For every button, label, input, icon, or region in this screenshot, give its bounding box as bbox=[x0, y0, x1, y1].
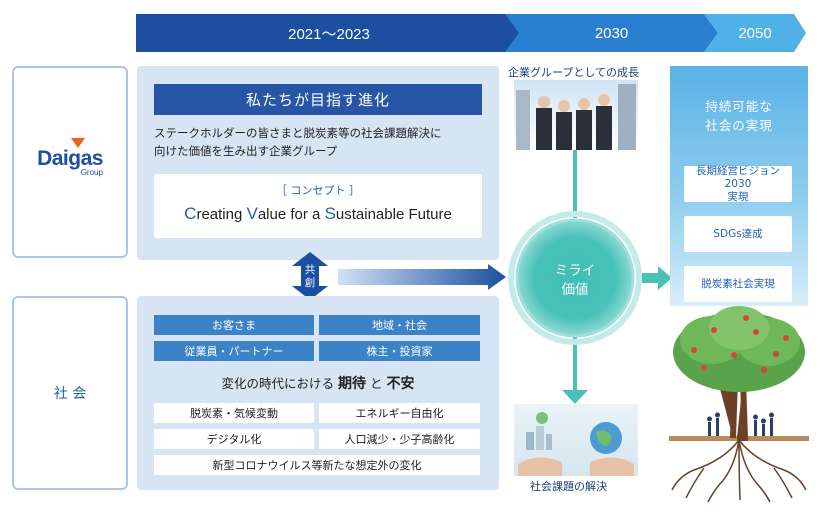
goal-line: 脱炭素社会実現 bbox=[701, 277, 775, 290]
era-heading: 変化の時代における 期待 と 不安 bbox=[137, 373, 499, 393]
era-anxiety: 不安 bbox=[386, 376, 415, 392]
evolution-title: 私たちが目指す進化 bbox=[154, 84, 482, 115]
gradient-arrow-icon bbox=[338, 264, 506, 290]
change-chip: 人口減少・少子高齢化 bbox=[319, 429, 480, 449]
society-box: 社 会 bbox=[12, 296, 128, 490]
logo-main: Daigas bbox=[37, 147, 103, 170]
arrow-up-icon bbox=[562, 136, 588, 218]
tree-illustration bbox=[669, 306, 809, 503]
kyoso-char: 創 bbox=[304, 277, 316, 289]
concept-rest: ustainable Future bbox=[335, 206, 452, 223]
goal-box: 脱炭素社会実現 bbox=[684, 266, 792, 302]
tree-apples bbox=[691, 315, 789, 373]
title-line: 社会の実現 bbox=[705, 118, 773, 133]
change-chip: 脱炭素・気候変動 bbox=[154, 403, 314, 423]
goal-line: 長期経営ビジョン2030 bbox=[696, 164, 780, 190]
concept-rest: reating bbox=[196, 206, 247, 223]
evolution-description: ステークホルダーの皆さまと脱炭素等の社会課題解決に 向けた価値を生み出す企業グル… bbox=[154, 124, 494, 160]
change-chip: デジタル化 bbox=[154, 429, 314, 449]
timeline-2021-2023: 2021～2023 bbox=[136, 14, 522, 52]
stakeholder-chip: 従業員・パートナー bbox=[154, 341, 314, 361]
goal-box: SDGs達成 bbox=[684, 216, 792, 252]
concept-cap: C bbox=[184, 204, 197, 223]
timeline-2050: 2050 bbox=[704, 14, 806, 52]
concept-text: Creating Value for a Sustainable Future bbox=[154, 204, 482, 224]
concept-rest: alue for a bbox=[257, 206, 325, 223]
description-line: ステークホルダーの皆さまと脱炭素等の社会課題解決に bbox=[154, 126, 442, 140]
society-label: 社 会 bbox=[53, 386, 87, 402]
center-arrows bbox=[508, 136, 672, 404]
goal-line: 実現 bbox=[727, 190, 749, 203]
goal-line: SDGs達成 bbox=[713, 227, 763, 240]
caption-growth: 企業グループとしての成長 bbox=[508, 66, 640, 79]
center-line: 価値 bbox=[561, 282, 589, 298]
concept-cap: S bbox=[324, 204, 336, 223]
stakeholder-chip: 株主・投資家 bbox=[319, 341, 480, 361]
title-line: 持続可能な bbox=[705, 99, 773, 114]
arrow-down-icon bbox=[562, 335, 588, 404]
globe-hands-photo bbox=[514, 404, 638, 476]
daigas-logo: Daigas Group bbox=[37, 138, 103, 177]
change-chip: 新型コロナウイルス等新たな想定外の変化 bbox=[154, 455, 480, 475]
goal-box: 長期経営ビジョン2030 実現 bbox=[684, 164, 792, 203]
tree-roots bbox=[671, 439, 807, 503]
timeline-label: 2030 bbox=[594, 24, 629, 42]
era-and: と bbox=[366, 376, 387, 391]
logo-sub: Group bbox=[80, 168, 103, 177]
kyoso-double-arrow-icon bbox=[292, 252, 328, 300]
kyoso-char: 共 bbox=[304, 264, 316, 276]
concept-cap: V bbox=[246, 204, 258, 223]
arrow-right-icon bbox=[642, 266, 672, 290]
concept-box: ［ コンセプト ］ Creating Value for a Sustainab… bbox=[154, 174, 482, 238]
timeline-2030: 2030 bbox=[505, 14, 718, 52]
description-line: 向けた価値を生み出す企業グループ bbox=[154, 144, 338, 158]
tree-people bbox=[707, 412, 774, 436]
kyoso-label: 共 創 bbox=[300, 264, 320, 290]
business-team-photo bbox=[514, 80, 638, 150]
stakeholder-chip: お客さま bbox=[154, 315, 314, 335]
daigas-logo-box: Daigas Group bbox=[12, 66, 128, 258]
timeline-label: 2021～2023 bbox=[288, 25, 370, 43]
era-prefix: 変化の時代における bbox=[221, 376, 339, 391]
caption-social-issues: 社会課題の解決 bbox=[530, 480, 607, 493]
change-chip: エネルギー自由化 bbox=[319, 403, 480, 423]
center-label: ミライ 価値 bbox=[535, 262, 615, 300]
logo-mark-icon bbox=[71, 138, 86, 148]
concept-label: ［ コンセプト ］ bbox=[276, 184, 360, 197]
stakeholder-chip: 地域・社会 bbox=[319, 315, 480, 335]
era-expect: 期待 bbox=[338, 376, 367, 392]
sustainable-society-title: 持続可能な 社会の実現 bbox=[670, 97, 808, 135]
center-line: ミライ bbox=[554, 263, 596, 279]
tree-canopy bbox=[673, 306, 805, 392]
timeline-label: 2050 bbox=[738, 24, 772, 42]
